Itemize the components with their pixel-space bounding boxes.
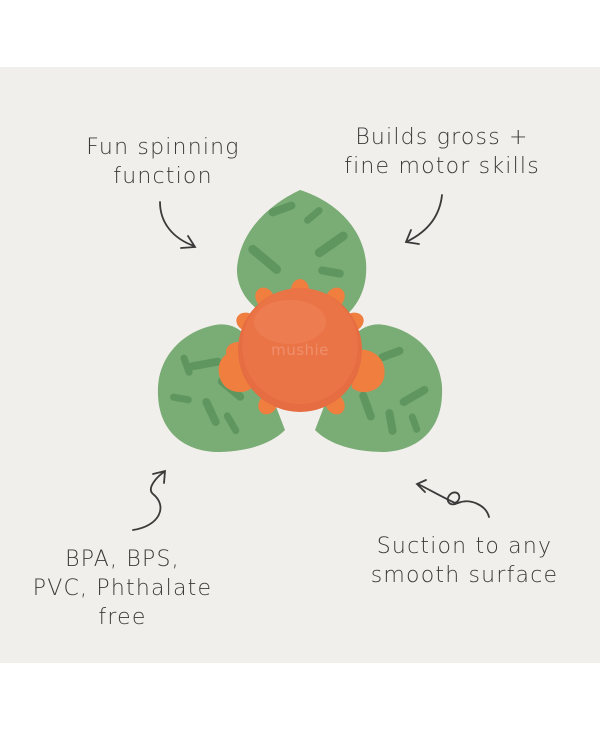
arrow-bottom-left [132,471,165,531]
arrowhead-top-left [180,235,197,249]
arrowhead-top-right [404,229,420,245]
feature-label-spinning: Fun spinning function [68,133,258,191]
feature-line: function [113,164,213,189]
arrow-top-right [407,194,443,242]
feature-line: Fun spinning [86,135,240,160]
feature-line: PVC, Phthalate [32,576,213,601]
feature-line: BPA, BPS, [65,547,180,572]
feature-label-suction: Suction to any smooth surface [352,532,577,590]
feature-line: Suction to any [376,534,553,559]
arrow-top-left [159,201,195,247]
arrow-bottom-right [417,483,490,518]
feature-line: Builds gross + [355,125,529,150]
feature-line: free [98,605,147,630]
center-knob [238,288,362,412]
feature-label-motor-skills: Builds gross + fine motor skills [322,123,562,181]
arrowhead-bottom-right [415,479,427,493]
feature-line: fine motor skills [344,154,540,179]
feature-line: smooth surface [370,563,559,588]
feature-label-materials: BPA, BPS, PVC, Phthalate free [20,545,225,632]
brand-logo: mushie [271,341,329,359]
arrowhead-bottom-left [152,469,167,484]
